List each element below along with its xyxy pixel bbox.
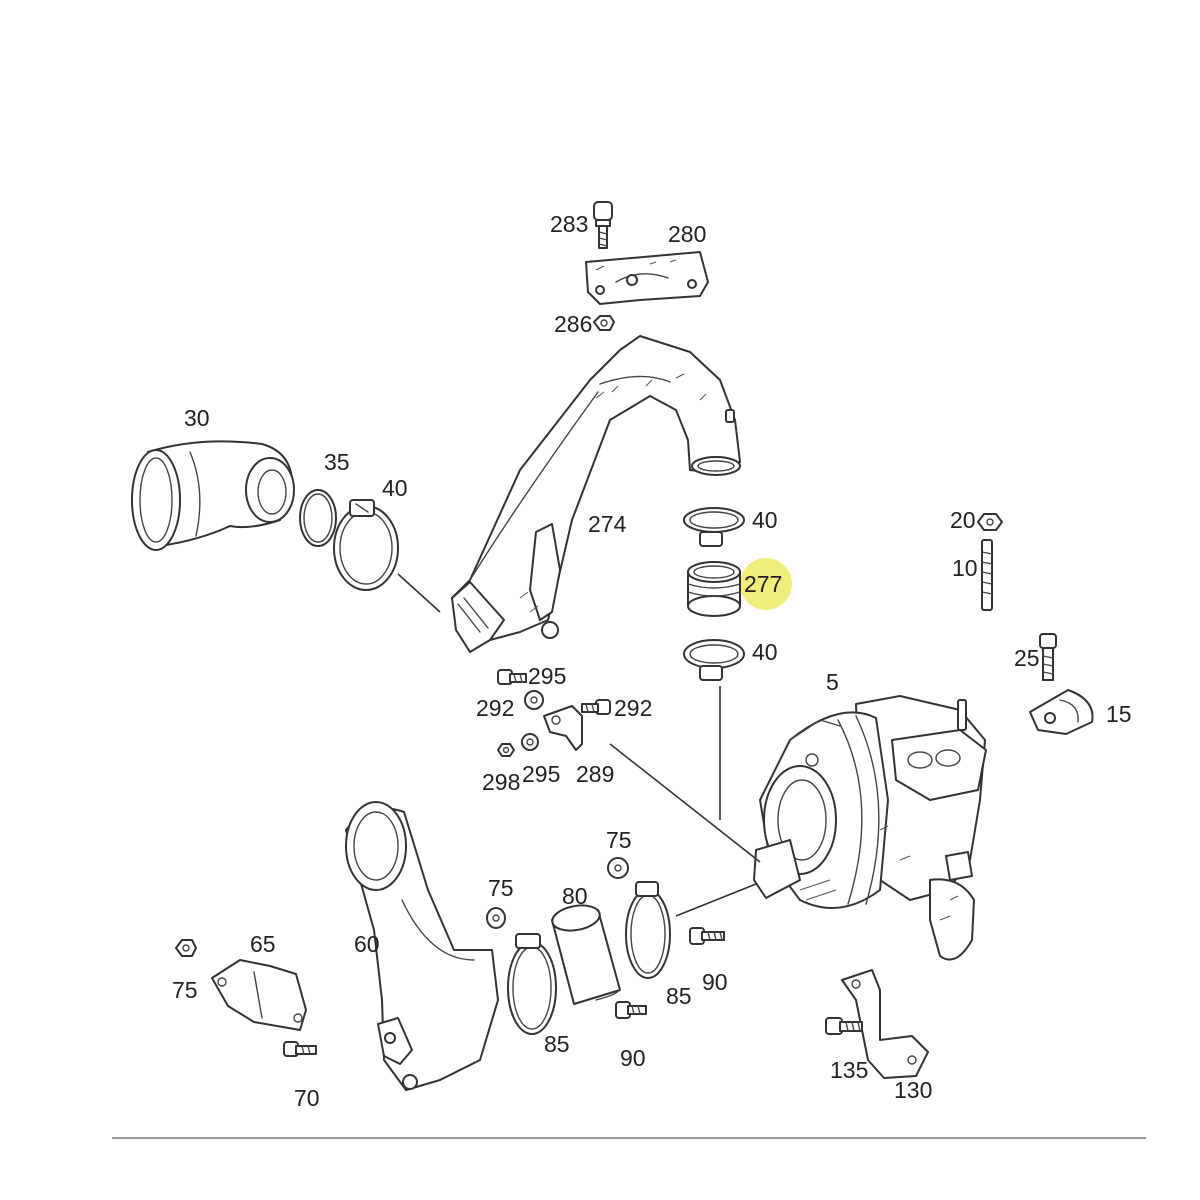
label-289: 289 — [576, 761, 614, 787]
label-277: 277 — [744, 571, 782, 597]
bolt-90-lower[interactable] — [615, 1001, 647, 1019]
clamp-40-left[interactable] — [333, 499, 399, 591]
highlight-marker-277 — [740, 558, 792, 610]
label-295-upper: 295 — [528, 663, 566, 689]
charge-pipe-274[interactable] — [451, 335, 741, 653]
label-75-middle: 75 — [488, 875, 514, 901]
turbocharger-5[interactable] — [753, 695, 987, 961]
bracket-65[interactable] — [211, 959, 307, 1031]
label-40-lower: 40 — [752, 639, 778, 665]
sleeve-277[interactable] — [687, 561, 741, 617]
pipe-60[interactable] — [345, 801, 499, 1091]
label-292-right: 292 — [614, 695, 652, 721]
clip-15[interactable] — [1029, 689, 1094, 735]
label-40-left: 40 — [382, 475, 408, 501]
bolt-283[interactable] — [593, 201, 613, 249]
bolt-292-right[interactable] — [581, 699, 611, 715]
bracket-289[interactable] — [543, 705, 583, 751]
label-130: 130 — [894, 1077, 932, 1103]
clamp-40-lower[interactable] — [683, 639, 745, 681]
label-25: 25 — [1014, 645, 1040, 671]
label-292-left: 292 — [476, 695, 514, 721]
label-60: 60 — [354, 931, 380, 957]
label-298: 298 — [482, 769, 520, 795]
label-295-lower: 295 — [522, 761, 560, 787]
label-283: 283 — [550, 211, 588, 237]
nut-286[interactable] — [593, 315, 615, 331]
bolt-25[interactable] — [1039, 633, 1057, 681]
label-65: 65 — [250, 931, 276, 957]
washer-295-lower[interactable] — [521, 733, 539, 751]
label-75-upper: 75 — [606, 827, 632, 853]
leader-lines — [397, 573, 761, 917]
washer-75-middle[interactable] — [486, 907, 506, 929]
label-280: 280 — [668, 221, 706, 247]
bracket-280[interactable] — [585, 251, 709, 305]
clamp-85-left[interactable] — [507, 933, 557, 1035]
bracket-130[interactable] — [841, 969, 929, 1079]
label-274: 274 — [588, 511, 627, 537]
label-90-right: 90 — [702, 969, 728, 995]
label-70: 70 — [294, 1085, 320, 1111]
o-ring-35[interactable] — [299, 489, 337, 547]
bolt-135[interactable] — [825, 1017, 863, 1035]
label-5: 5 — [826, 669, 839, 695]
washer-75-left[interactable] — [175, 939, 197, 957]
label-15: 15 — [1106, 701, 1132, 727]
clamp-85-right[interactable] — [625, 881, 671, 979]
clamp-40-upper[interactable] — [683, 507, 745, 547]
label-85-right: 85 — [666, 983, 692, 1009]
bolt-70[interactable] — [283, 1041, 317, 1057]
label-35: 35 — [324, 449, 350, 475]
washer-75-upper[interactable] — [607, 857, 629, 879]
hose-80[interactable] — [550, 902, 621, 1005]
label-40-upper: 40 — [752, 507, 778, 533]
nut-20[interactable] — [977, 513, 1003, 531]
bolt-90-right[interactable] — [689, 927, 725, 945]
washer-295-upper[interactable] — [524, 690, 544, 710]
label-20: 20 — [950, 507, 976, 533]
label-30: 30 — [184, 405, 210, 431]
hose-30[interactable] — [131, 440, 295, 551]
bolt-292-left[interactable] — [497, 669, 527, 685]
nut-298[interactable] — [497, 743, 515, 757]
label-75-left: 75 — [172, 977, 198, 1003]
label-135: 135 — [830, 1057, 868, 1083]
stud-10[interactable] — [981, 539, 993, 611]
label-286: 286 — [554, 311, 592, 337]
label-90-lower: 90 — [620, 1045, 646, 1071]
label-10: 10 — [952, 555, 978, 581]
label-85-left: 85 — [544, 1031, 570, 1057]
label-80: 80 — [562, 883, 588, 909]
